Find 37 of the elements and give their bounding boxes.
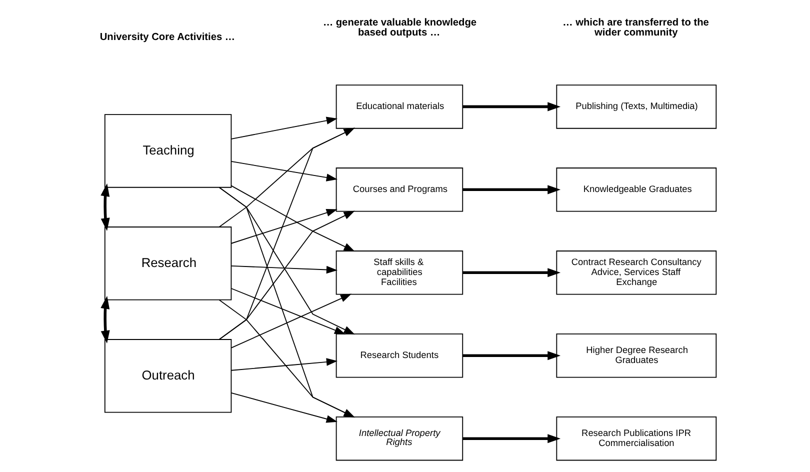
arrow	[230, 358, 338, 371]
arrow	[218, 300, 355, 418]
label: University Core Activities …	[100, 32, 236, 44]
node-box: Research Students	[336, 334, 464, 378]
node-box: Outreach	[104, 339, 232, 413]
arrow	[462, 351, 561, 360]
arrow	[462, 185, 561, 194]
node-box: Educational materials	[336, 84, 464, 129]
arrow	[230, 265, 338, 274]
arrow	[100, 183, 110, 232]
arrow	[230, 209, 338, 244]
arrow	[218, 128, 355, 228]
arrow	[462, 102, 561, 112]
arrow	[230, 288, 346, 334]
arrow	[462, 268, 561, 278]
node-box: Publishing (Texts, Multimedia)	[556, 84, 717, 129]
arrow	[230, 185, 355, 252]
node-box: Intellectual Property Rights	[336, 416, 464, 461]
node-box: Higher Degree Research Graduates	[556, 334, 717, 378]
arrow	[230, 161, 338, 182]
arrow	[100, 296, 110, 344]
node-box: Research Publications IPR Commercialisation	[556, 416, 717, 461]
node-box: Research	[104, 226, 232, 300]
label: … which are transferred to the wider community	[562, 17, 709, 39]
arrow	[218, 210, 355, 340]
node-box: Courses and Programs	[336, 168, 464, 212]
arrow	[230, 294, 352, 348]
arrow	[462, 434, 561, 444]
node-box: Teaching	[104, 114, 232, 188]
arrow	[218, 128, 355, 340]
arrow	[218, 187, 355, 418]
label: … generate valuable knowledge based outputs …	[322, 17, 477, 39]
node-box: Knowledgeable Graduates	[556, 168, 717, 212]
node-box: Staff skills & capabilities Facilities	[336, 250, 464, 295]
arrow	[230, 392, 338, 423]
arrow	[230, 116, 338, 140]
node-box: Contract Research Consultancy Advice, Services Staff Exchange	[556, 250, 717, 295]
